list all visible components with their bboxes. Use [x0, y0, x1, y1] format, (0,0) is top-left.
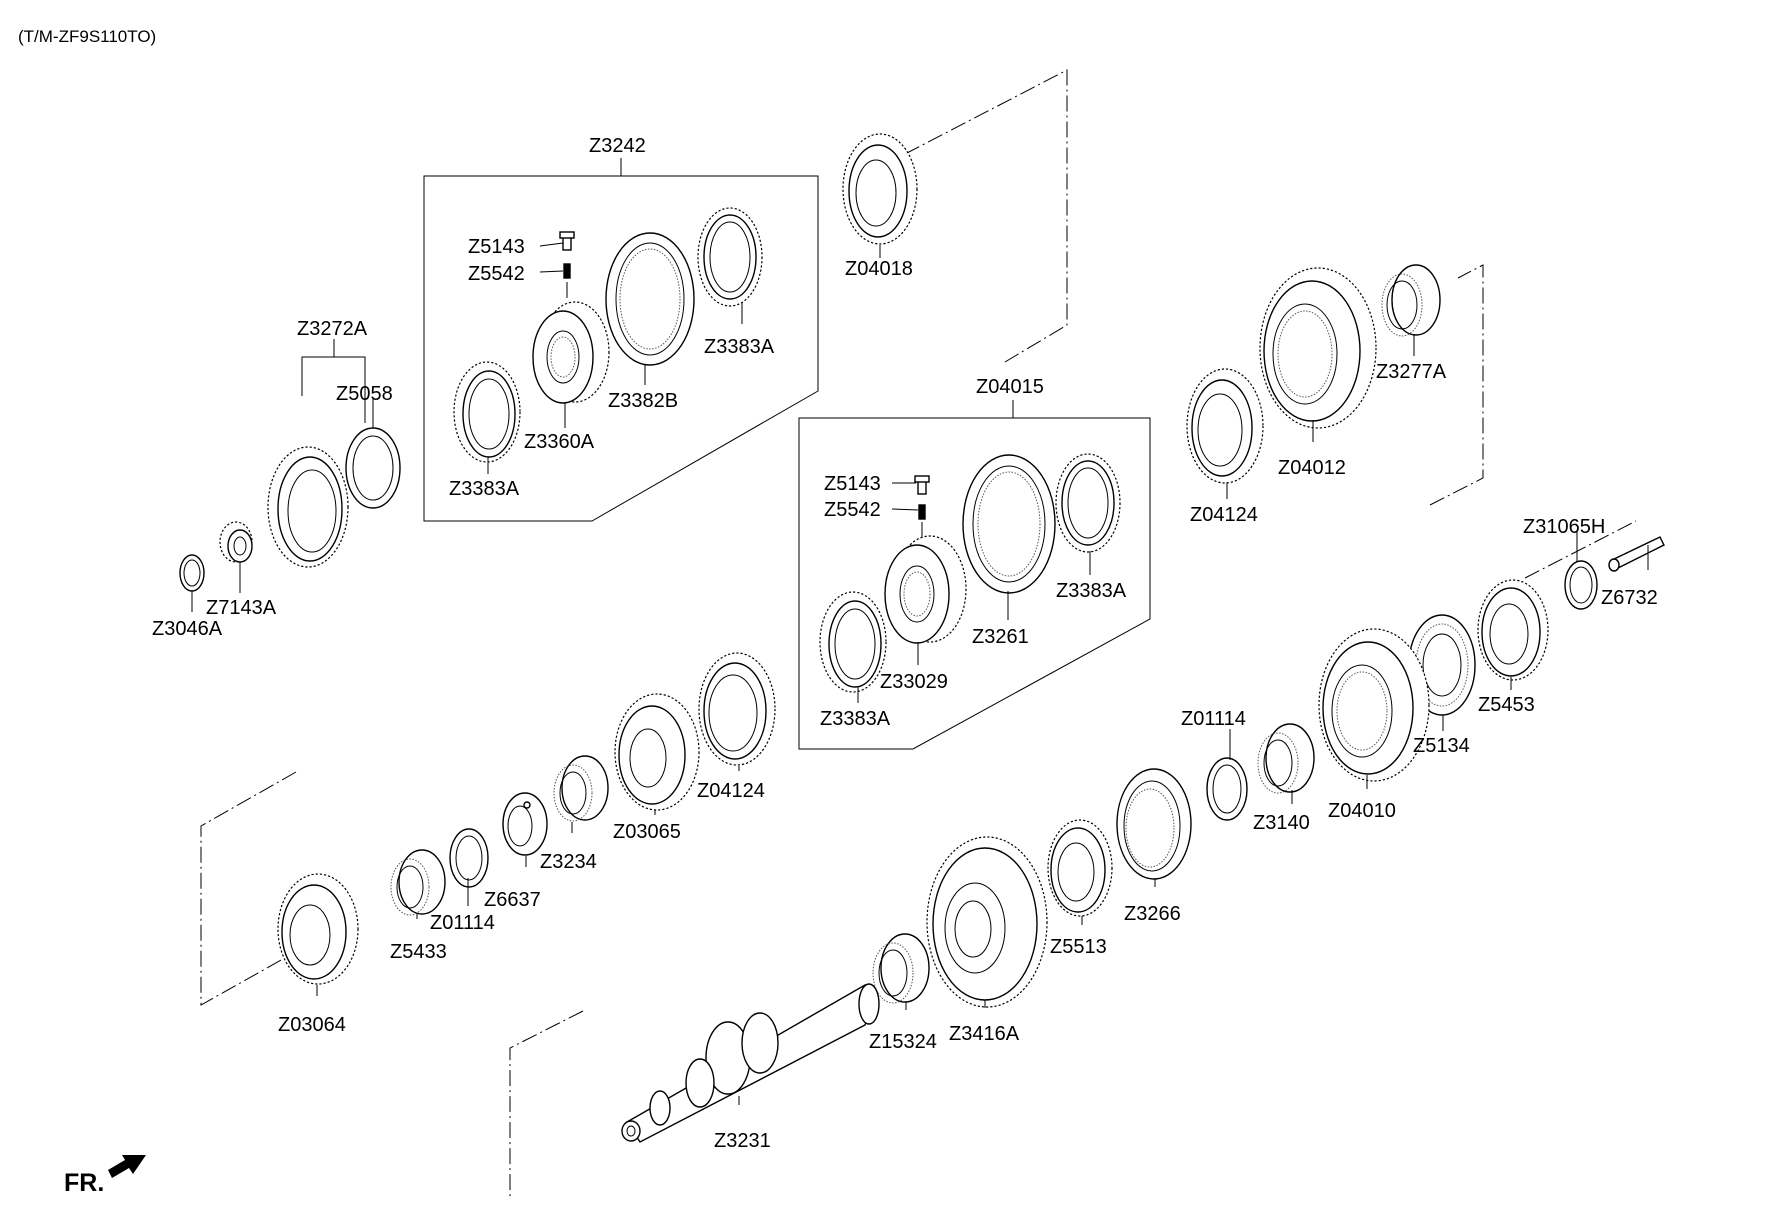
- label-z3231[interactable]: Z3231: [714, 1130, 771, 1152]
- label-z33029[interactable]: Z33029: [880, 671, 948, 693]
- front-arrow-icon: [108, 1155, 146, 1178]
- label-z3383a-d[interactable]: Z3383A: [820, 708, 891, 730]
- group-label-z3242[interactable]: Z3242: [589, 135, 646, 157]
- ring-z5058[interactable]: [345, 427, 401, 509]
- gear-z3272a[interactable]: [267, 446, 349, 568]
- label-z3140[interactable]: Z3140: [1253, 812, 1310, 834]
- label-z3416a[interactable]: Z3416A: [949, 1023, 1020, 1045]
- label-z5542-a[interactable]: Z5542: [468, 263, 525, 285]
- part-labels: Z5143 Z5542 Z3383A Z3382B Z3360A Z3383A …: [152, 236, 1658, 1152]
- label-z01114-a[interactable]: Z01114: [1181, 708, 1246, 730]
- label-z7143a[interactable]: Z7143A: [206, 597, 277, 619]
- spring-z5542-a[interactable]: [563, 263, 571, 279]
- label-z5143-b[interactable]: Z5143: [824, 473, 881, 495]
- label-z3277a[interactable]: Z3277A: [1376, 361, 1447, 383]
- gear-z04012[interactable]: [1259, 267, 1377, 429]
- gear-z5513[interactable]: [1047, 819, 1113, 917]
- bushing-z6637[interactable]: [502, 792, 548, 856]
- needle-bearing-z3234[interactable]: [553, 755, 609, 822]
- label-z6637[interactable]: Z6637: [484, 889, 541, 911]
- label-z3360a[interactable]: Z3360A: [524, 431, 595, 453]
- label-z5058[interactable]: Z5058: [336, 383, 393, 405]
- bolt-z5143-a[interactable]: [559, 231, 575, 251]
- label-z01114-b[interactable]: Z01114: [430, 912, 495, 934]
- label-z04010[interactable]: Z04010: [1328, 800, 1396, 822]
- synchro-hub-z3360a[interactable]: [532, 301, 610, 404]
- snap-ring-z31065h[interactable]: [1564, 560, 1598, 610]
- gear-z04124-upper[interactable]: [1186, 368, 1264, 484]
- label-z3261[interactable]: Z3261: [972, 626, 1029, 648]
- label-z5143-a[interactable]: Z5143: [468, 236, 525, 258]
- sleeve-z3382b[interactable]: [605, 232, 695, 366]
- label-z3234[interactable]: Z3234: [540, 851, 597, 873]
- needle-bearing-z5433[interactable]: [390, 849, 446, 916]
- gear-z04124-lower[interactable]: [698, 652, 776, 766]
- label-z3266[interactable]: Z3266: [1124, 903, 1181, 925]
- synchro-ring-z3383a-upper[interactable]: [697, 207, 763, 307]
- label-z03064[interactable]: Z03064: [278, 1014, 346, 1036]
- group-label-z3272a[interactable]: Z3272A: [297, 318, 368, 340]
- synchro-hub-z33029[interactable]: [884, 535, 967, 644]
- sleeve-z3261[interactable]: [962, 454, 1056, 594]
- bolt-z5143-b[interactable]: [914, 475, 930, 495]
- needle-bearing-z3140[interactable]: [1257, 723, 1315, 794]
- group-box-z3242: [423, 175, 819, 522]
- label-z3046a[interactable]: Z3046A: [152, 618, 223, 640]
- gear-z03065[interactable]: [614, 693, 700, 811]
- label-z15324[interactable]: Z15324: [869, 1031, 937, 1053]
- front-label: FR.: [64, 1169, 104, 1197]
- leader-lines: [191, 242, 1649, 1105]
- axis-line-left: [200, 771, 297, 1006]
- label-z5134[interactable]: Z5134: [1413, 735, 1470, 757]
- spring-z5542-b[interactable]: [918, 504, 926, 520]
- snap-ring-z01114-left[interactable]: [449, 828, 489, 888]
- diagram-title: (T/M-ZF9S110TO): [18, 27, 156, 46]
- synchro-ring-z3383a-right[interactable]: [1055, 453, 1121, 553]
- pin-z6732[interactable]: [1608, 536, 1665, 572]
- gear-z03064[interactable]: [277, 873, 359, 985]
- label-z5433[interactable]: Z5433: [390, 941, 447, 963]
- group-box-z04015: [798, 417, 1151, 750]
- label-z31065h[interactable]: Z31065H: [1523, 516, 1605, 538]
- needle-bearing-z15324[interactable]: [872, 933, 930, 1004]
- snap-ring-z3046a[interactable]: [179, 554, 205, 592]
- nut-z7143a[interactable]: [219, 521, 253, 563]
- gear-z04010[interactable]: [1318, 628, 1430, 782]
- gear-z04018[interactable]: [842, 133, 918, 245]
- label-z03065[interactable]: Z03065: [613, 821, 681, 843]
- gear-z5453[interactable]: [1477, 579, 1549, 681]
- synchro-ring-z3383a-lower[interactable]: [453, 361, 521, 463]
- label-z3382b[interactable]: Z3382B: [608, 390, 678, 412]
- snap-ring-z01114-right[interactable]: [1206, 757, 1248, 821]
- label-z04018[interactable]: Z04018: [845, 258, 913, 280]
- needle-bearing-z3277a[interactable]: [1381, 264, 1441, 337]
- label-z3383a-c[interactable]: Z3383A: [1056, 580, 1127, 602]
- group-label-z04015[interactable]: Z04015: [976, 376, 1044, 398]
- label-z04012[interactable]: Z04012: [1278, 457, 1346, 479]
- axis-line-top: [904, 69, 1068, 363]
- axis-line-bottom: [509, 1010, 584, 1197]
- label-z6732[interactable]: Z6732: [1601, 587, 1658, 609]
- synchro-ring-z3383a-left[interactable]: [819, 591, 887, 693]
- main-shaft-z3231[interactable]: [621, 983, 880, 1143]
- gear-z3416a[interactable]: [926, 836, 1048, 1008]
- label-z5513[interactable]: Z5513: [1050, 936, 1107, 958]
- label-z04124-a[interactable]: Z04124: [1190, 504, 1258, 526]
- label-z5453[interactable]: Z5453: [1478, 694, 1535, 716]
- axis-line-right: [1429, 264, 1484, 506]
- label-z5542-b[interactable]: Z5542: [824, 499, 881, 521]
- front-direction-indicator: FR.: [64, 1155, 146, 1197]
- label-z04124-b[interactable]: Z04124: [697, 780, 765, 802]
- label-z3383a-b[interactable]: Z3383A: [449, 478, 520, 500]
- label-z3383a-a[interactable]: Z3383A: [704, 336, 775, 358]
- ring-z3266[interactable]: [1116, 768, 1192, 880]
